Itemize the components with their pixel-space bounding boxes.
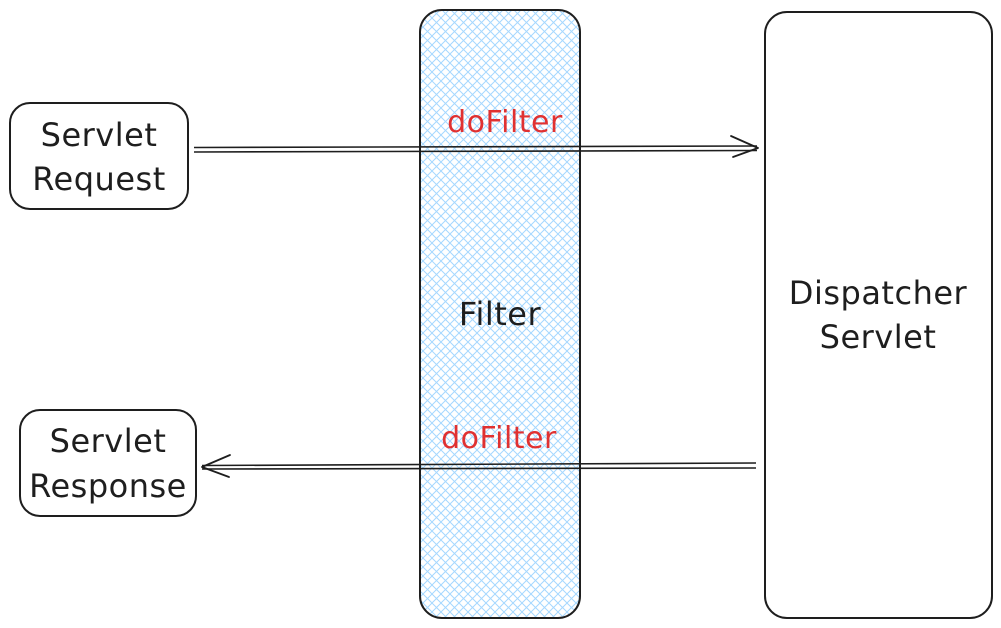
- servlet-request-box: Servlet Request: [9, 102, 189, 210]
- servlet-response-label-line2: Response: [29, 467, 187, 505]
- response-arrow: doFilter: [201, 421, 757, 478]
- servlet-response-box: Servlet Response: [19, 409, 197, 517]
- request-arrow-label: doFilter: [447, 105, 563, 140]
- servlet-request-label-line1: Servlet: [41, 116, 158, 154]
- dispatcher-servlet-box: Dispatcher Servlet: [764, 11, 993, 619]
- filter-box: Filter: [419, 9, 581, 619]
- servlet-response-label-line1: Servlet: [50, 422, 167, 460]
- filter-label: Filter: [459, 295, 542, 333]
- request-arrow: doFilter: [193, 105, 759, 158]
- servlet-request-label-line2: Request: [32, 160, 165, 198]
- dispatcher-servlet-label-line2: Servlet: [820, 318, 937, 356]
- response-arrow-label: doFilter: [441, 421, 557, 456]
- dispatcher-servlet-label-line1: Dispatcher: [789, 274, 968, 312]
